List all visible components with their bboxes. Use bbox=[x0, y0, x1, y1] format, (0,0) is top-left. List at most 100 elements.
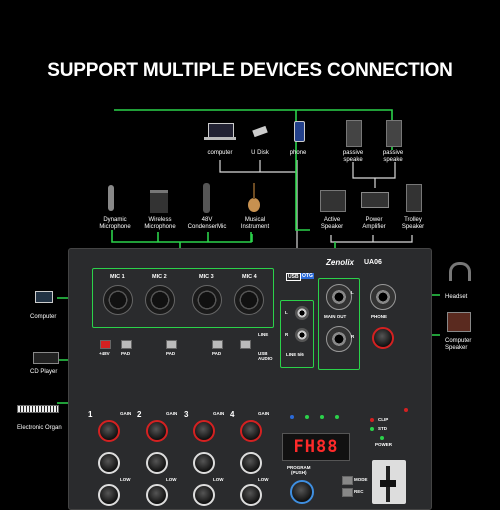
label-u-disk: U Disk bbox=[251, 150, 269, 156]
gain-label-4: GAIN bbox=[258, 411, 270, 416]
low-knob-1[interactable] bbox=[98, 484, 120, 506]
guitar-neck bbox=[253, 183, 255, 199]
label-wireless-mic: Wireless Microphone bbox=[144, 217, 176, 230]
label-active-speaker: Active Speaker bbox=[320, 217, 344, 230]
low-knob-3[interactable] bbox=[193, 484, 215, 506]
status-led-4 bbox=[335, 415, 339, 419]
label-organ: Electronic Organ bbox=[17, 425, 62, 431]
label-power-amplifier: Power Amplifier bbox=[362, 217, 386, 230]
pad-button-1[interactable] bbox=[121, 340, 132, 349]
label-passive-speaker-1: passive speake bbox=[342, 150, 364, 163]
low-label-4: LOW bbox=[258, 477, 269, 482]
low-knob-2[interactable] bbox=[146, 484, 168, 506]
label-computer-top: computer bbox=[207, 150, 233, 156]
rec-label: REC bbox=[354, 489, 364, 494]
guitar-icon bbox=[248, 198, 260, 212]
ch4-number: 4 bbox=[230, 410, 235, 419]
main-fader-handle[interactable] bbox=[380, 480, 396, 487]
main-out-left-jack[interactable] bbox=[326, 284, 352, 310]
phone-jack[interactable] bbox=[370, 284, 396, 310]
usb-port-label: USB bbox=[286, 273, 301, 281]
computer-speaker-icon bbox=[447, 312, 471, 332]
phone-icon bbox=[294, 121, 305, 142]
gain-knob-2[interactable] bbox=[146, 420, 168, 442]
status-led-3 bbox=[320, 415, 324, 419]
gain-label-3: GAIN bbox=[213, 411, 225, 416]
amplifier-icon bbox=[361, 192, 389, 208]
phantom-power-button[interactable] bbox=[100, 340, 111, 349]
mic1-jack[interactable] bbox=[103, 285, 133, 315]
program-knob[interactable] bbox=[290, 480, 314, 504]
phone-volume-knob[interactable] bbox=[372, 327, 394, 349]
main-out-l-label: L bbox=[351, 290, 354, 295]
status-led-2 bbox=[305, 415, 309, 419]
low-label-1: LOW bbox=[120, 477, 131, 482]
line56-r-label: R bbox=[285, 332, 289, 337]
main-out-right-jack[interactable] bbox=[326, 326, 352, 352]
label-instrument: Musical Instrument bbox=[240, 217, 270, 230]
ch1-number: 1 bbox=[88, 410, 93, 419]
mic4-label: MIC 4 bbox=[242, 274, 257, 280]
low-knob-4[interactable] bbox=[240, 484, 262, 506]
line-usb-switch[interactable] bbox=[240, 340, 251, 349]
clip-led bbox=[370, 418, 374, 422]
line56-right-jack[interactable] bbox=[295, 328, 309, 342]
gain-label-1: GAIN bbox=[120, 411, 132, 416]
rec-button[interactable] bbox=[342, 488, 353, 497]
eq-knob-3[interactable] bbox=[193, 452, 215, 474]
otg-port-label: OTG bbox=[301, 273, 314, 279]
main-out-label: MAIN OUT bbox=[324, 314, 347, 319]
mic3-label: MIC 3 bbox=[199, 274, 214, 280]
eq-knob-1[interactable] bbox=[98, 452, 120, 474]
low-label-2: LOW bbox=[166, 477, 177, 482]
effect-display: FH88 bbox=[282, 433, 350, 461]
organ-icon bbox=[17, 405, 59, 413]
usb-audio-label: USB AUDIO bbox=[258, 351, 273, 361]
mic2-label: MIC 2 bbox=[152, 274, 167, 280]
label-headset: Headset bbox=[445, 294, 468, 300]
ch2-number: 2 bbox=[137, 410, 142, 419]
mic-input-group bbox=[92, 268, 274, 328]
mic3-jack[interactable] bbox=[192, 285, 222, 315]
pad-label-1: PAD bbox=[121, 351, 131, 356]
eq-knob-2[interactable] bbox=[146, 452, 168, 474]
phantom-label: +48V bbox=[99, 351, 110, 356]
pad-button-3[interactable] bbox=[212, 340, 223, 349]
passive-speaker-icon-1 bbox=[346, 120, 362, 147]
mode-button[interactable] bbox=[342, 476, 353, 485]
mic4-jack[interactable] bbox=[234, 285, 264, 315]
line56-left-jack[interactable] bbox=[295, 306, 309, 320]
power-label: POWER bbox=[375, 442, 393, 447]
dynamic-mic-icon bbox=[108, 185, 114, 211]
gain-knob-4[interactable] bbox=[240, 420, 262, 442]
std-led bbox=[370, 427, 374, 431]
std-label: STD bbox=[378, 426, 387, 431]
pad-label-3: PAD bbox=[212, 351, 222, 356]
clip-label: CLIP bbox=[378, 417, 389, 422]
line-switch-label: LINE bbox=[258, 332, 269, 337]
label-passive-speaker-2: passive speake bbox=[382, 150, 404, 163]
mic1-label: MIC 1 bbox=[110, 274, 125, 280]
pad-button-2[interactable] bbox=[166, 340, 177, 349]
phone-label: PHONE bbox=[371, 314, 388, 319]
gain-knob-1[interactable] bbox=[98, 420, 120, 442]
label-trolley-speaker: Trolley Speaker bbox=[401, 217, 425, 230]
headset-icon bbox=[449, 262, 471, 281]
active-speaker-icon bbox=[320, 190, 346, 212]
meter-led bbox=[404, 408, 408, 412]
model-label: UA06 bbox=[364, 259, 382, 266]
laptop-icon-left bbox=[35, 291, 53, 303]
mic2-jack[interactable] bbox=[145, 285, 175, 315]
label-cd-player: CD Player bbox=[30, 369, 58, 375]
label-computer-speaker: Computer Speaker bbox=[445, 338, 472, 351]
eq-knob-4[interactable] bbox=[240, 452, 262, 474]
power-led bbox=[380, 436, 384, 440]
label-condenser-mic: 48V CondenserMic bbox=[187, 217, 227, 230]
program-label: PROGRAM (PUSH) bbox=[287, 465, 311, 475]
main-out-group bbox=[318, 278, 360, 370]
headline: SUPPORT MULTIPLE DEVICES CONNECTION bbox=[47, 60, 453, 81]
passive-speaker-icon-2 bbox=[386, 120, 402, 147]
gain-knob-3[interactable] bbox=[193, 420, 215, 442]
low-label-3: LOW bbox=[213, 477, 224, 482]
mode-label: MODE bbox=[354, 477, 368, 482]
